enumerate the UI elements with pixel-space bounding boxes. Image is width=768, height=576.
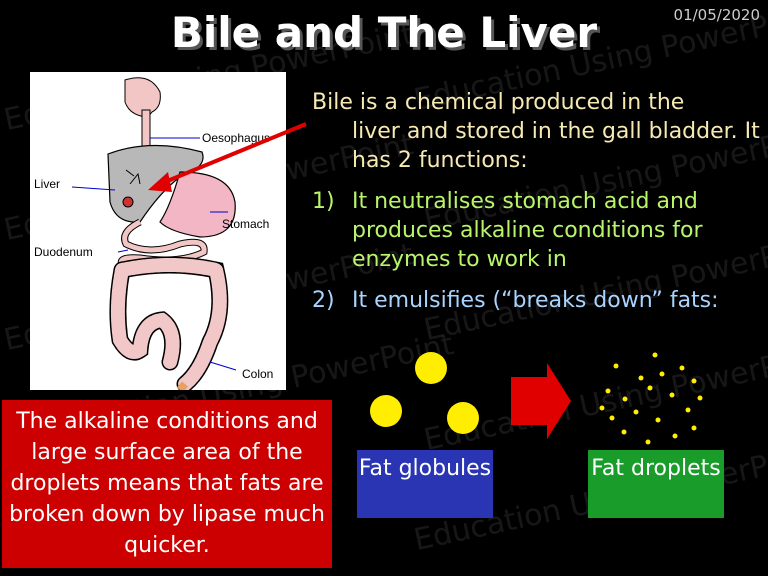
fat-globules-label: Fat globules <box>357 450 493 518</box>
fat-globule <box>447 402 479 434</box>
explanation-box: The alkaline conditions and large surfac… <box>2 400 332 568</box>
fat-globule <box>370 395 402 427</box>
colon-label: Colon <box>242 367 273 381</box>
bile-description: Bile is a chemical produced in the liver… <box>312 88 762 315</box>
fat-droplets-cluster <box>599 352 703 445</box>
arrow-right-icon <box>511 363 571 439</box>
liver-label: Liver <box>34 177 60 191</box>
stomach-label: Stomach <box>222 217 269 231</box>
slide-date: 01/05/2020 <box>673 6 760 24</box>
intro-paragraph: Bile is a chemical produced in the liver… <box>312 90 760 173</box>
function-item-2: 2) It emulsifies (“breaks down” fats: <box>312 288 719 313</box>
fat-droplets-label: Fat droplets <box>588 450 724 518</box>
fat-globule <box>415 352 447 384</box>
slide-title: Bile and The Liver <box>170 8 598 57</box>
duodenum-label: Duodenum <box>34 245 93 259</box>
function-item-1: 1) It neutralises stomach acid and produ… <box>312 189 703 272</box>
